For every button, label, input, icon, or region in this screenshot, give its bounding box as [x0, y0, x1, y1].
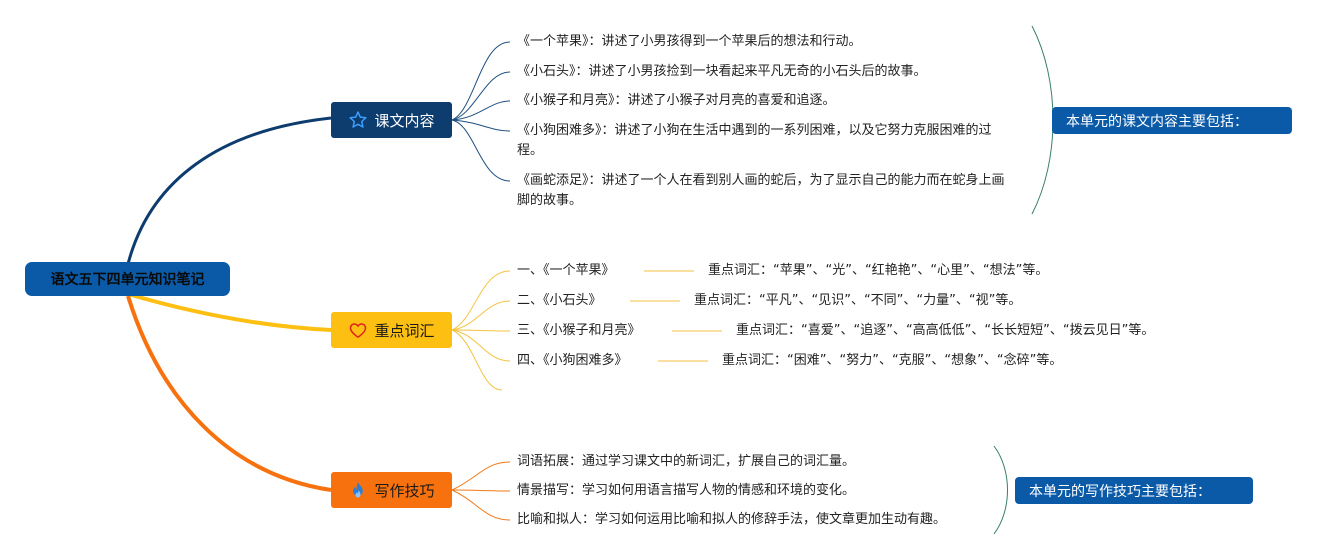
content-item-5[interactable]: 《画蛇添足》：讲述了一个人在看到别人画的蛇后，为了显示自己的能力而在蛇身上画脚的… — [517, 173, 1005, 208]
branch-vocab-label: 重点词汇 — [374, 321, 435, 340]
writing-item-1[interactable]: 词语拓展：通过学习课文中的新词汇，扩展自己的词汇量。 — [517, 454, 856, 469]
branch-content-label: 课文内容 — [374, 111, 435, 130]
content-item-2[interactable]: 《小石头》：讲述了小男孩捡到一块看起来平凡无奇的小石头后的故事。 — [517, 64, 927, 79]
content-bracket — [1031, 25, 1054, 215]
writing-summary[interactable]: 本单元的写作技巧主要包括： — [1015, 477, 1253, 504]
vocab-words-2[interactable]: 重点词汇：“平凡”、“见识”、“不同”、“力量”、“视”等。 — [694, 293, 1022, 308]
vocab-lesson-4[interactable]: 四、《小狗困难多》 — [517, 353, 628, 368]
vocab-words-1[interactable]: 重点词汇：“苹果”、“光”、“红艳艳”、“心里”、“想法”等。 — [708, 263, 1049, 278]
root-topic-label: 语文五下四单元知识笔记 — [50, 272, 205, 288]
content-summary-label: 本单元的课文内容主要包括： — [1066, 113, 1248, 130]
root-topic[interactable]: 语文五下四单元知识笔记 — [25, 262, 230, 296]
writing-item-2[interactable]: 情景描写：学习如何用语言描写人物的情感和环境的变化。 — [517, 483, 856, 498]
writing-leaf-connectors — [451, 461, 511, 521]
writing-bracket — [993, 445, 1008, 535]
branch-line-vocab — [127, 292, 332, 332]
branch-line-content — [126, 116, 332, 265]
branch-writing[interactable]: 写作技巧 — [331, 472, 452, 508]
branch-vocab[interactable]: 重点词汇 — [331, 312, 452, 348]
vocab-leaf-connectors — [451, 270, 722, 391]
vocab-words-3[interactable]: 重点词汇：“喜爱”、“追逐”、“高高低低”、“长长短短”、“拨云见日”等。 — [736, 323, 1155, 338]
vocab-lesson-2[interactable]: 二、《小石头》 — [517, 293, 602, 308]
content-summary[interactable]: 本单元的课文内容主要包括： — [1052, 107, 1292, 134]
star-icon — [348, 110, 368, 130]
vocab-lesson-1[interactable]: 一、《一个苹果》 — [517, 263, 615, 278]
content-item-3[interactable]: 《小猴子和月亮》：讲述了小猴子对月亮的喜爱和追逐。 — [517, 93, 836, 108]
writing-item-3[interactable]: 比喻和拟人：学习如何运用比喻和拟人的修辞手法，使文章更加生动有趣。 — [517, 512, 947, 527]
branch-line-writing — [126, 295, 332, 492]
heart-icon — [348, 320, 368, 340]
content-item-4[interactable]: 《小狗困难多》：讲述了小狗在生活中遇到的一系列困难，以及它努力克服困难的过程。 — [517, 123, 992, 158]
content-item-1[interactable]: 《一个苹果》：讲述了小男孩得到一个苹果后的想法和行动。 — [517, 34, 862, 49]
writing-summary-label: 本单元的写作技巧主要包括： — [1029, 483, 1211, 500]
vocab-lesson-3[interactable]: 三、《小猴子和月亮》 — [517, 323, 641, 338]
branch-writing-label: 写作技巧 — [374, 481, 435, 500]
vocab-words-4[interactable]: 重点词汇：“困难”、“努力”、“克服”、“想象”、“念碎”等。 — [722, 353, 1063, 368]
content-leaf-connectors — [451, 41, 511, 182]
flame-icon — [348, 480, 368, 500]
branch-content[interactable]: 课文内容 — [331, 102, 452, 138]
